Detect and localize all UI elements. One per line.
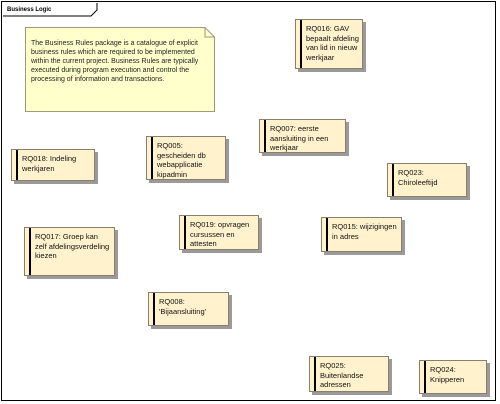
package-tab bbox=[3, 3, 98, 17]
package-title: Business Logic bbox=[7, 7, 52, 13]
requirement-rq016[interactable]: RQ016: GAV bepaalt afdeling van lid in n… bbox=[295, 19, 363, 69]
requirement-marker bbox=[184, 216, 186, 249]
requirement-rq024[interactable]: RQ024: Knipperen bbox=[419, 360, 487, 394]
requirement-label: RQ024: Knipperen bbox=[430, 365, 465, 384]
requirement-marker bbox=[326, 218, 328, 251]
requirement-label: RQ018: Indeling werkjaren bbox=[22, 154, 77, 173]
requirement-rq025[interactable]: RQ025: Buitenlandse adressen bbox=[309, 356, 389, 392]
note-box[interactable]: The Business Rules package is a catalogu… bbox=[25, 27, 215, 112]
requirement-marker bbox=[314, 357, 316, 391]
requirement-marker bbox=[16, 150, 18, 180]
requirement-marker bbox=[151, 137, 153, 179]
requirement-rq015[interactable]: RQ015: wijzigingen in adres bbox=[321, 217, 402, 252]
requirement-label: RQ017: Groep kan zelf afdelingsverdeling… bbox=[35, 232, 110, 260]
requirement-rq005[interactable]: RQ005: gescheiden db webapplicatie kipad… bbox=[146, 136, 226, 180]
requirement-marker bbox=[392, 164, 394, 196]
requirement-rq018[interactable]: RQ018: Indeling werkjaren bbox=[11, 149, 95, 181]
requirement-rq007[interactable]: RQ007: eerste aansluiting in een werkjaa… bbox=[259, 119, 346, 153]
requirement-label: RQ015: wijzigingen in adres bbox=[332, 222, 397, 241]
note-shape bbox=[25, 27, 215, 112]
requirement-rq023[interactable]: RQ023: Chiroleeftijd bbox=[387, 163, 467, 197]
requirement-label: RQ019: opvragen cursussen en attesten bbox=[190, 220, 250, 248]
requirement-rq019[interactable]: RQ019: opvragen cursussen en attesten bbox=[179, 215, 259, 250]
requirement-label: RQ025: Buitenlandse adressen bbox=[320, 361, 364, 389]
requirement-rq017[interactable]: RQ017: Groep kan zelf afdelingsverdeling… bbox=[24, 227, 115, 276]
requirement-marker bbox=[264, 120, 266, 152]
requirement-marker bbox=[424, 361, 426, 393]
requirement-marker bbox=[300, 20, 302, 68]
note-text: The Business Rules package is a catalogu… bbox=[31, 40, 199, 83]
requirement-label: RQ023: Chiroleeftijd bbox=[398, 168, 438, 187]
requirement-marker bbox=[153, 293, 155, 325]
requirement-label: RQ008: 'Bijaansluiting' bbox=[159, 297, 207, 316]
requirement-rq008[interactable]: RQ008: 'Bijaansluiting' bbox=[148, 292, 229, 326]
requirement-marker bbox=[29, 228, 31, 275]
requirement-label: RQ016: GAV bepaalt afdeling van lid in n… bbox=[306, 24, 359, 62]
requirement-label: RQ007: eerste aansluiting in een werkjaa… bbox=[270, 124, 329, 152]
requirement-label: RQ005: gescheiden db webapplicatie kipad… bbox=[157, 141, 206, 179]
